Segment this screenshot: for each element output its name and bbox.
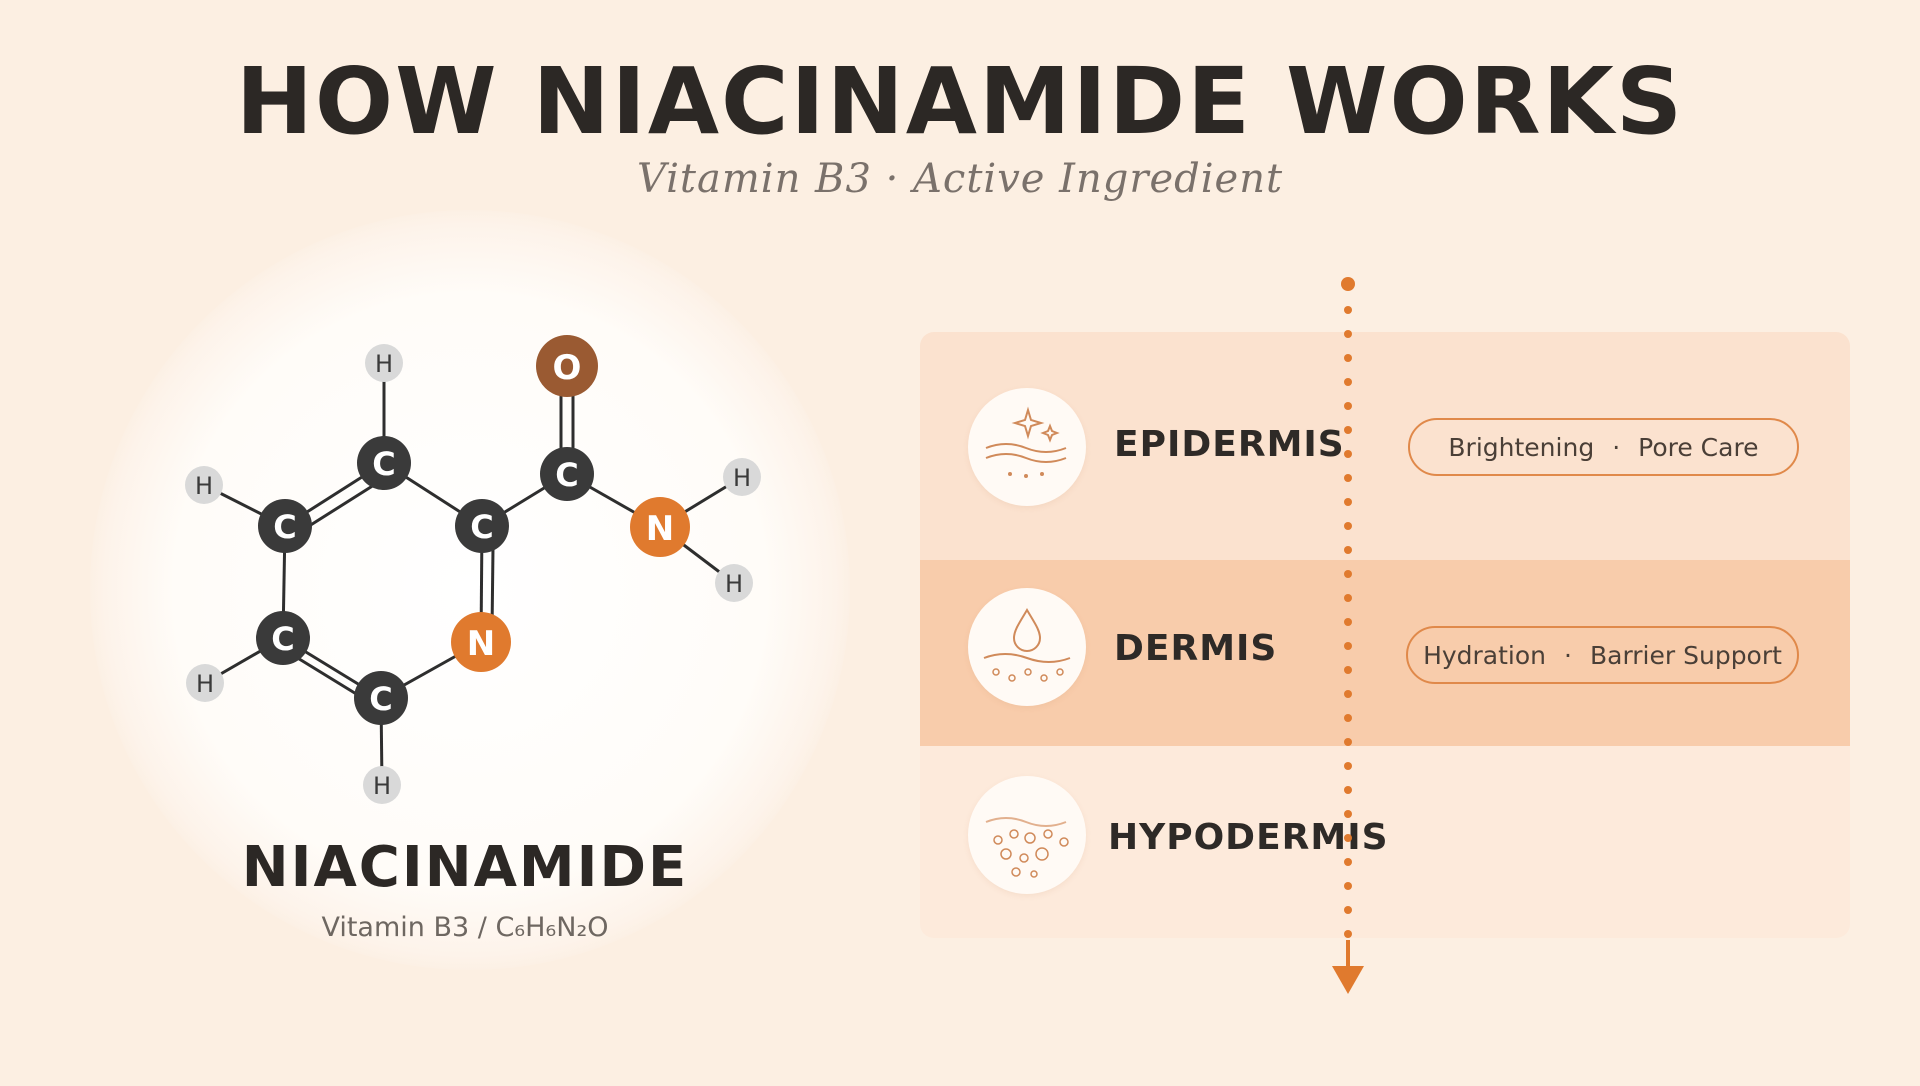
molecule-name: NIACINAMIDE — [241, 835, 689, 900]
svg-text:H: H — [196, 670, 214, 698]
arrow-dot — [1344, 474, 1352, 482]
svg-text:C: C — [372, 445, 395, 483]
atom-nitrogen: N — [451, 612, 511, 672]
atom-carbon: C — [540, 447, 594, 501]
arrow-dot — [1344, 306, 1352, 314]
arrow-dot — [1344, 786, 1352, 794]
arrow-dots — [1344, 306, 1352, 938]
atom-hydrogen: H — [185, 466, 223, 504]
svg-text:C: C — [369, 680, 392, 718]
svg-text:C: C — [555, 456, 578, 494]
arrow-dot — [1344, 570, 1352, 578]
benefit-label: Brightening — [1448, 432, 1595, 462]
arrow-dot — [1344, 690, 1352, 698]
benefit-separator: · — [1612, 432, 1621, 462]
layer-name-hypodermis: HYPODERMIS — [1108, 817, 1389, 858]
atom-hydrogen: H — [363, 766, 401, 804]
atom-oxygen: O — [536, 335, 598, 397]
page-title: HOW NIACINAMIDE WORKS — [235, 48, 1685, 155]
arrow-dot — [1344, 546, 1352, 554]
arrow-dot — [1344, 810, 1352, 818]
layer-name-epidermis: EPIDERMIS — [1114, 424, 1345, 465]
atom-hydrogen: H — [715, 564, 753, 602]
arrow-head — [1332, 966, 1364, 994]
arrow-dot — [1344, 642, 1352, 650]
arrow-dot — [1344, 354, 1352, 362]
svg-text:H: H — [195, 472, 213, 500]
arrow-dot — [1344, 834, 1352, 842]
svg-text:H: H — [725, 570, 743, 598]
arrow-dot — [1344, 378, 1352, 386]
water-drop-icon — [968, 588, 1086, 706]
atom-hydrogen: H — [365, 344, 403, 382]
svg-text:N: N — [646, 509, 674, 549]
svg-text:C: C — [271, 620, 294, 658]
atom-hydrogen: H — [723, 458, 761, 496]
arrow-dot — [1344, 426, 1352, 434]
atom-carbon: C — [357, 436, 411, 490]
skin-layers-panel — [920, 332, 1850, 938]
arrow-dot — [1344, 594, 1352, 602]
molecule-formula: Vitamin B3 / C₆H₆N₂O — [321, 912, 609, 943]
cells-icon — [968, 776, 1086, 894]
layer-name-dermis: DERMIS — [1114, 628, 1278, 669]
svg-text:N: N — [467, 624, 495, 664]
atom-carbon: C — [256, 611, 310, 665]
benefit-label: Barrier Support — [1589, 640, 1782, 670]
arrow-dot — [1344, 330, 1352, 338]
arrow-dot — [1344, 762, 1352, 770]
arrow-start-dot — [1341, 277, 1355, 291]
sparkle-waves-icon — [968, 388, 1086, 506]
arrow-dot — [1344, 450, 1352, 458]
svg-text:H: H — [373, 772, 391, 800]
arrow-dot — [1344, 522, 1352, 530]
atom-hydrogen: H — [186, 664, 224, 702]
arrow-dot — [1344, 714, 1352, 722]
arrow-dot — [1344, 498, 1352, 506]
arrow-dot — [1344, 618, 1352, 626]
arrow-dot — [1344, 738, 1352, 746]
atom-nitrogen: N — [630, 497, 690, 557]
svg-text:H: H — [733, 464, 751, 492]
atom-carbon: C — [354, 671, 408, 725]
benefit-label: Hydration — [1423, 640, 1547, 670]
svg-text:H: H — [375, 350, 393, 378]
svg-text:C: C — [273, 508, 296, 546]
benefit-separator: · — [1564, 640, 1572, 670]
molecule-atoms: C C C C C C N — [185, 335, 761, 804]
page-subtitle: Vitamin B3 · Active Ingredient — [636, 156, 1284, 202]
arrow-dot — [1344, 930, 1352, 938]
benefit-pill-dermis: Hydration · Barrier Support — [1406, 626, 1799, 684]
arrow-dot — [1344, 882, 1352, 890]
arrow-dot — [1344, 666, 1352, 674]
benefit-pill-epidermis: Brightening · Pore Care — [1408, 418, 1799, 476]
atom-carbon: C — [455, 499, 509, 553]
arrow-dot — [1344, 858, 1352, 866]
arrow-dot — [1344, 402, 1352, 410]
svg-text:O: O — [553, 348, 582, 388]
svg-text:C: C — [470, 508, 493, 546]
atom-carbon: C — [258, 499, 312, 553]
arrow-dot — [1344, 906, 1352, 914]
benefit-label: Pore Care — [1638, 432, 1759, 462]
